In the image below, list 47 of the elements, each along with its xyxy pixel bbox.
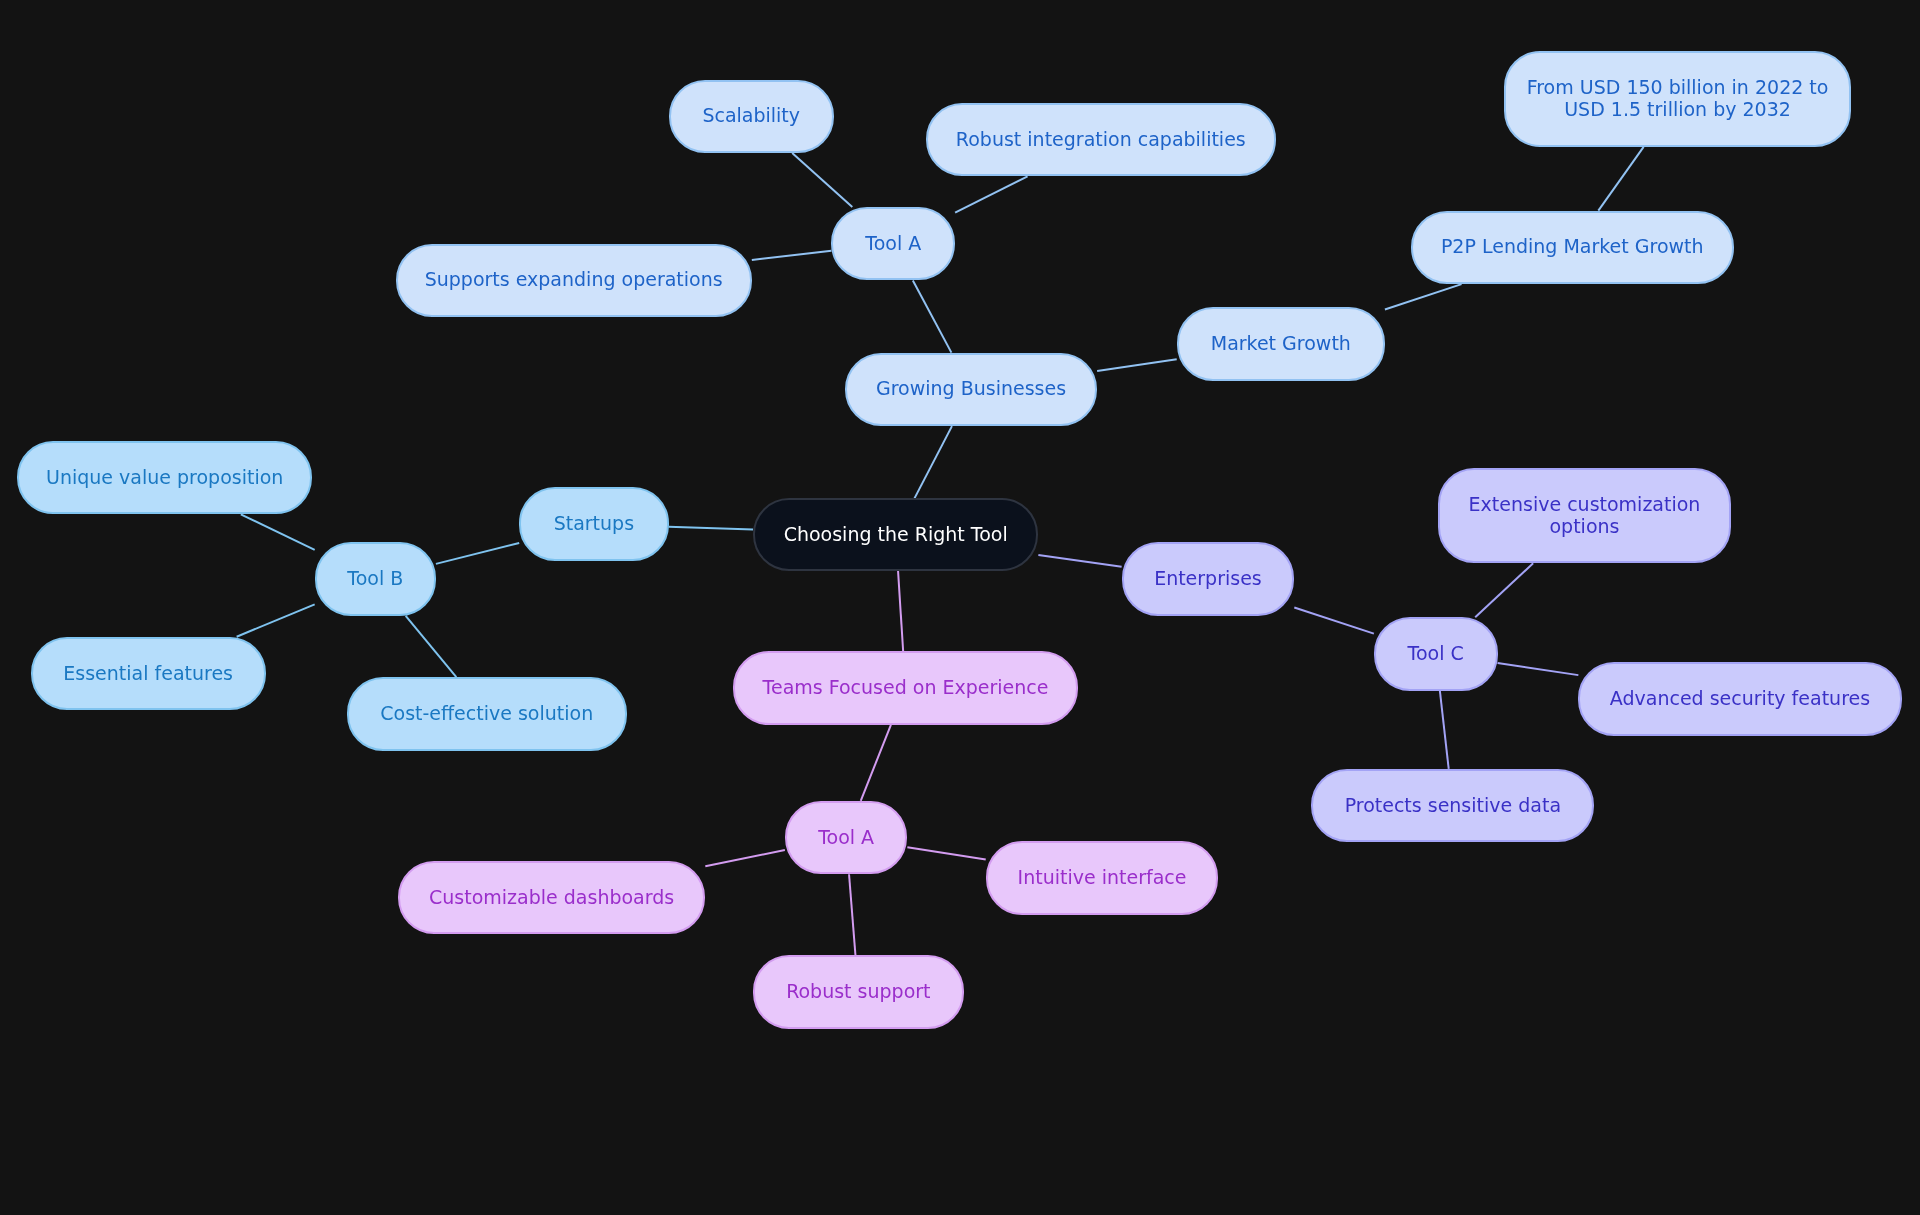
connector-line [791,152,854,208]
topic-node: Tool A [831,206,956,281]
connector-line [1474,562,1535,619]
topic-node: Customizable dashboards [397,860,706,935]
topic-node: Startups [519,487,669,561]
topic-node: Tool A [784,800,908,875]
connector-line [1293,606,1375,635]
topic-node: Market Growth [1176,307,1385,381]
connector-line [667,525,755,531]
topic-node: Scalability [668,79,834,154]
topic-node: Growing Businesses [844,352,1098,427]
connector-line [911,279,953,354]
topic-node: Enterprises [1121,542,1295,616]
topic-node: Tool B [314,542,436,616]
connector-line [235,603,316,638]
connector-line [1383,283,1463,311]
topic-node: Protects sensitive data [1311,768,1595,843]
topic-node: Unique value proposition [17,440,313,515]
connector-line [906,846,987,861]
central-topic-node: Choosing the Right Tool [753,498,1039,571]
topic-node: Advanced security features [1578,662,1902,736]
connector-line [750,249,833,261]
connector-line [404,614,458,679]
connector-line [859,723,892,802]
topic-node: Robust support [753,955,964,1029]
connector-line [1438,689,1450,770]
connector-line [704,849,786,868]
connector-line [1597,145,1645,212]
topic-node: Intuitive interface [985,841,1219,915]
connector-line [434,541,521,565]
connector-line [897,569,905,653]
topic-node: Cost-effective solution [346,677,627,751]
topic-node: Robust integration capabilities [925,102,1276,177]
connector-line [239,513,316,551]
topic-node: P2P Lending Market Growth [1410,210,1734,285]
topic-node: Tool C [1373,617,1498,691]
connector-line [913,425,953,500]
connector-line [1096,358,1178,372]
connector-line [848,873,857,957]
topic-node: Essential features [30,636,266,711]
topic-node: Supports expanding operations [395,243,752,318]
connector-line [954,175,1029,214]
connector-line [1037,553,1123,568]
connector-line [1496,662,1580,677]
topic-node: From USD 150 billion in 2022 to USD 1.5 trillion by 2032 [1503,51,1852,147]
topic-node: Teams Focused on Experience [733,651,1078,725]
topic-node: Extensive customization options [1437,467,1732,564]
